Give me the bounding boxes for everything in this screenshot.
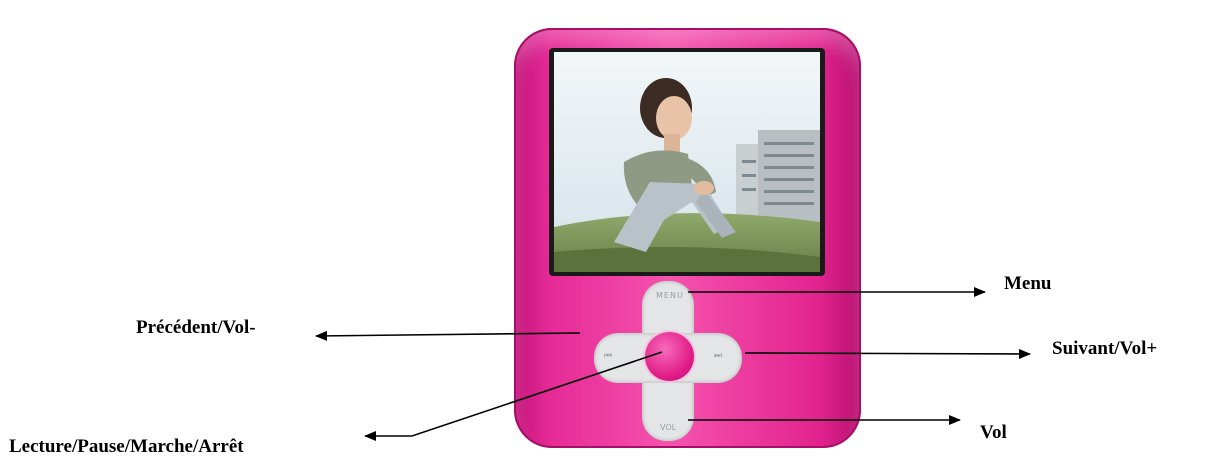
menu-icon[interactable]: MENU — [656, 291, 684, 300]
screen-bezel — [549, 48, 825, 276]
previous-track-icon[interactable]: ⏮ — [604, 351, 612, 361]
player-screen — [554, 52, 820, 272]
screen-photo — [554, 52, 820, 272]
label-play-pause-power: Lecture/Pause/Marche/Arrêt — [9, 436, 244, 458]
label-menu: Menu — [1004, 273, 1052, 295]
mp4-player-device: MENU ⏮ ⏭ VOL — [514, 28, 861, 448]
play-pause-button[interactable] — [645, 332, 694, 381]
label-next-vol-up: Suivant/Vol+ — [1052, 338, 1157, 360]
next-track-icon[interactable]: ⏭ — [714, 351, 722, 361]
label-previous-vol-down: Précédent/Vol- — [136, 317, 256, 339]
volume-icon[interactable]: VOL — [660, 423, 676, 432]
label-volume: Vol — [980, 422, 1007, 444]
control-dpad: MENU ⏮ ⏭ VOL — [594, 281, 734, 441]
